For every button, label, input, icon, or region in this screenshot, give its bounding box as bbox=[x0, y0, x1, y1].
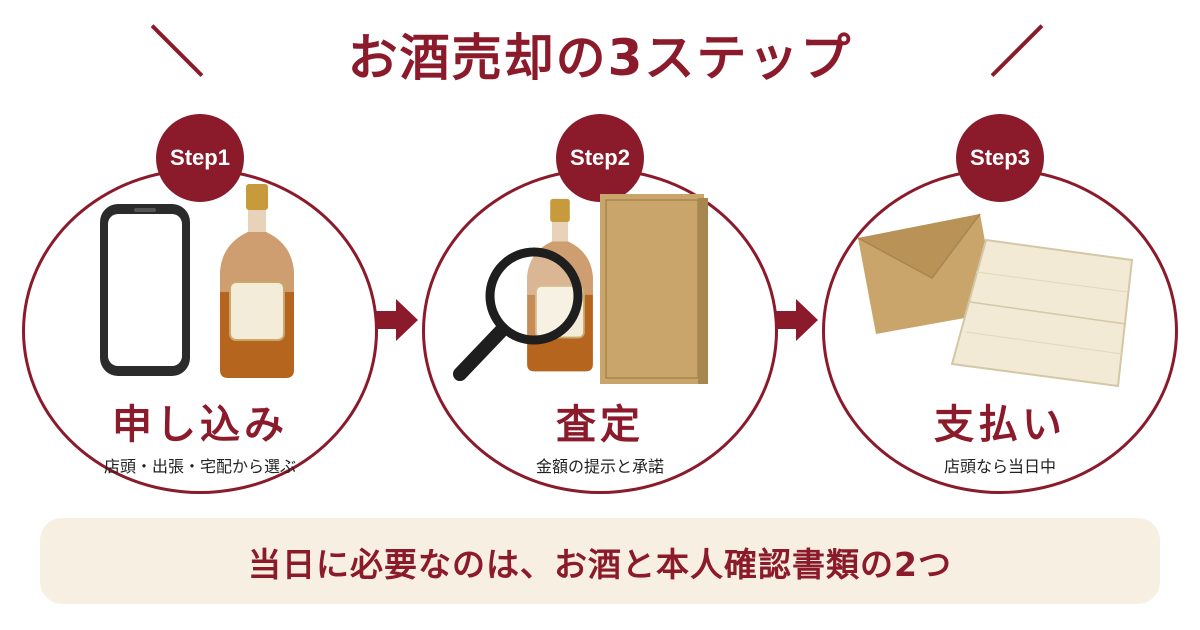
step1-subtitle: 店頭・出張・宅配から選ぶ bbox=[103, 457, 296, 476]
note-text: 当日に必要なのは、お酒と本人確認書類の2つ bbox=[248, 545, 952, 584]
step1-circle bbox=[22, 168, 378, 494]
arrow-right-icon bbox=[776, 299, 818, 341]
step2-subtitle: 金額の提示と承諾 bbox=[535, 457, 664, 476]
page-title: お酒売却の3ステップ bbox=[347, 29, 853, 87]
gift-box-icon bbox=[600, 194, 708, 384]
envelope-icon bbox=[857, 213, 998, 334]
step3-badge: Step3 bbox=[956, 114, 1044, 202]
step3-subtitle: 店頭なら当日中 bbox=[943, 457, 1056, 476]
step2-badge: Step2 bbox=[556, 114, 644, 202]
magnifier-icon bbox=[453, 247, 583, 381]
step2-title: 査定 bbox=[556, 402, 644, 448]
step1-title: 申し込み bbox=[112, 402, 288, 448]
step3-title: 支払い bbox=[934, 402, 1066, 448]
whisky-bottle-icon bbox=[220, 184, 294, 378]
step1-badge: Step1 bbox=[156, 114, 244, 202]
title-slash-left: ＼ bbox=[150, 21, 204, 84]
arrow-right-icon bbox=[376, 299, 418, 341]
note-banner bbox=[40, 518, 1160, 604]
passbook-icon bbox=[950, 238, 1134, 388]
smartphone-icon bbox=[100, 204, 190, 376]
title-slash-right: ／ bbox=[990, 21, 1044, 84]
